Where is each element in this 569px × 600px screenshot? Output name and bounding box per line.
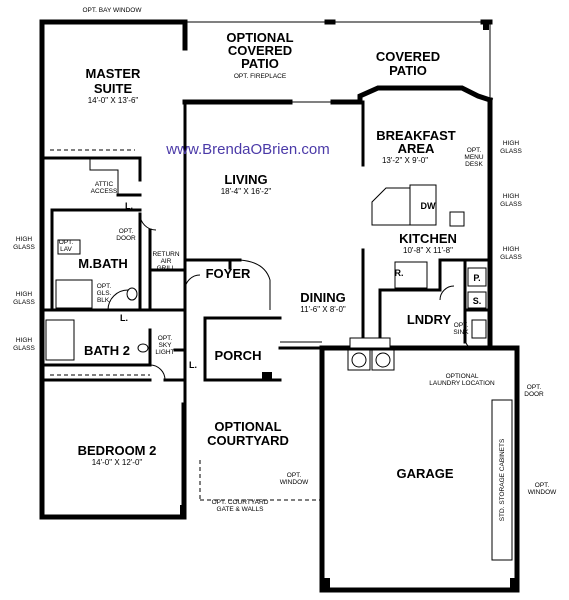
high-glass-6a: HIGH (503, 246, 520, 253)
opt-gate-note2: GATE & WALLS (217, 506, 265, 513)
opt-lav-note1: OPT. (59, 239, 74, 246)
opt-window-garage-note1: OPT. (535, 482, 550, 489)
garage-name: GARAGE (396, 466, 453, 481)
opt-bay-window-label: OPT. BAY WINDOW (83, 7, 143, 14)
breakfast-name1: BREAKFAST (376, 128, 456, 143)
attic-note2: ACCESS (91, 188, 118, 195)
opt-door-garage-note2: DOOR (524, 391, 544, 398)
opt-gls-note2: GLS. (97, 290, 112, 297)
opt-gls-note3: BLK. (97, 297, 111, 304)
opt-window-garage-note2: WINDOW (528, 489, 557, 496)
pantry-label: P. (473, 273, 480, 283)
foyer-name: FOYER (206, 266, 251, 281)
windows (39, 19, 520, 500)
master-suite-name1: MASTER (86, 66, 142, 81)
master-suite-name2: SUITE (94, 81, 133, 96)
high-glass-2a: HIGH (16, 291, 33, 298)
dishwasher-label: DW (421, 201, 436, 211)
return-air-note2: AIR (161, 258, 172, 265)
courtyard-name1: OPTIONAL (214, 419, 281, 434)
opt-gls-note1: OPT. (97, 283, 112, 290)
bath2-name: BATH 2 (84, 343, 130, 358)
opt-window-court-note1: OPT. (287, 472, 302, 479)
living-name: LIVING (224, 172, 267, 187)
high-glass-4a: HIGH (503, 140, 520, 147)
opt-sky-note1: OPT. (158, 335, 173, 342)
high-glass-4b: GLASS (500, 148, 522, 155)
opt-sink-note2: SINK (453, 329, 469, 336)
lndry-name: LNDRY (407, 312, 452, 327)
master-suite-dims: 14'-0" X 13'-6" (88, 96, 139, 105)
opt-sink-note1: OPT. (454, 322, 469, 329)
doors (107, 213, 478, 381)
dining-dims: 11'-6" X 8'-0" (300, 305, 346, 314)
courtyard-walls (199, 460, 322, 501)
opt-window-court-note2: WINDOW (280, 479, 309, 486)
opt-patio-name3: PATIO (241, 56, 279, 71)
opt-patio-name2: COVERED (228, 43, 292, 58)
fixtures (45, 22, 517, 590)
watermark: www.BrendaOBrien.com (165, 141, 329, 158)
opt-menu-note3: DESK (465, 161, 483, 168)
opt-door-note1: OPT. (119, 228, 134, 235)
opt-menu-note2: MENU (464, 154, 483, 161)
high-glass-6b: GLASS (500, 254, 522, 261)
std-storage-note: STD. STORAGE CABINETS (499, 438, 506, 521)
high-glass-5a: HIGH (503, 193, 520, 200)
high-glass-1b: GLASS (13, 244, 35, 251)
opt-gate-note1: OPT. COURTYARD (212, 499, 269, 506)
opt-door-note2: DOOR (116, 235, 136, 242)
linen-label-1: L. (125, 201, 133, 211)
storage-label: S. (473, 296, 482, 306)
living-dims: 18'-4" X 16'-2" (221, 187, 272, 196)
porch-name: PORCH (215, 348, 262, 363)
covered-patio-name2: PATIO (389, 63, 427, 78)
attic-note1: ATTIC (95, 181, 114, 188)
courtyard-name2: COURTYARD (207, 433, 289, 448)
kitchen-name: KITCHEN (399, 231, 457, 246)
opt-sky-note2: SKY (158, 342, 172, 349)
breakfast-name2: AREA (398, 141, 435, 156)
dining-name: DINING (300, 290, 346, 305)
high-glass-3a: HIGH (16, 337, 33, 344)
opt-door-garage-note1: OPT. (527, 384, 542, 391)
opt-laundry-note1: OPTIONAL (446, 373, 479, 380)
kitchen-dims: 10'-8" X 11'-8" (403, 246, 453, 255)
opt-lav-note2: LAV (60, 246, 72, 253)
opt-fireplace-label: OPT. FIREPLACE (234, 73, 287, 80)
bedroom2-name: BEDROOM 2 (78, 443, 157, 458)
bedroom2-dims: 14'-0" X 12'-0" (92, 458, 143, 467)
exterior-walls (39, 19, 520, 593)
refrigerator-label: R. (395, 268, 404, 278)
return-air-note1: RETURN (152, 251, 179, 258)
opt-laundry-note2: LAUNDRY LOCATION (429, 380, 495, 387)
high-glass-1a: HIGH (16, 236, 33, 243)
return-air-note3: GRILL (157, 265, 176, 272)
opt-sky-note3: LIGHT (155, 349, 174, 356)
opt-menu-note1: OPT. (467, 147, 482, 154)
breakfast-dims: 13'-2" X 9'-0" (382, 156, 428, 165)
linen-label-3: L. (189, 360, 197, 370)
high-glass-3b: GLASS (13, 345, 35, 352)
high-glass-5b: GLASS (500, 201, 522, 208)
opt-patio-name1: OPTIONAL (226, 30, 293, 45)
high-glass-2b: GLASS (13, 299, 35, 306)
covered-patio-name1: COVERED (376, 49, 440, 64)
linen-label-2: L. (120, 313, 128, 323)
mbath-name: M.BATH (78, 256, 128, 271)
